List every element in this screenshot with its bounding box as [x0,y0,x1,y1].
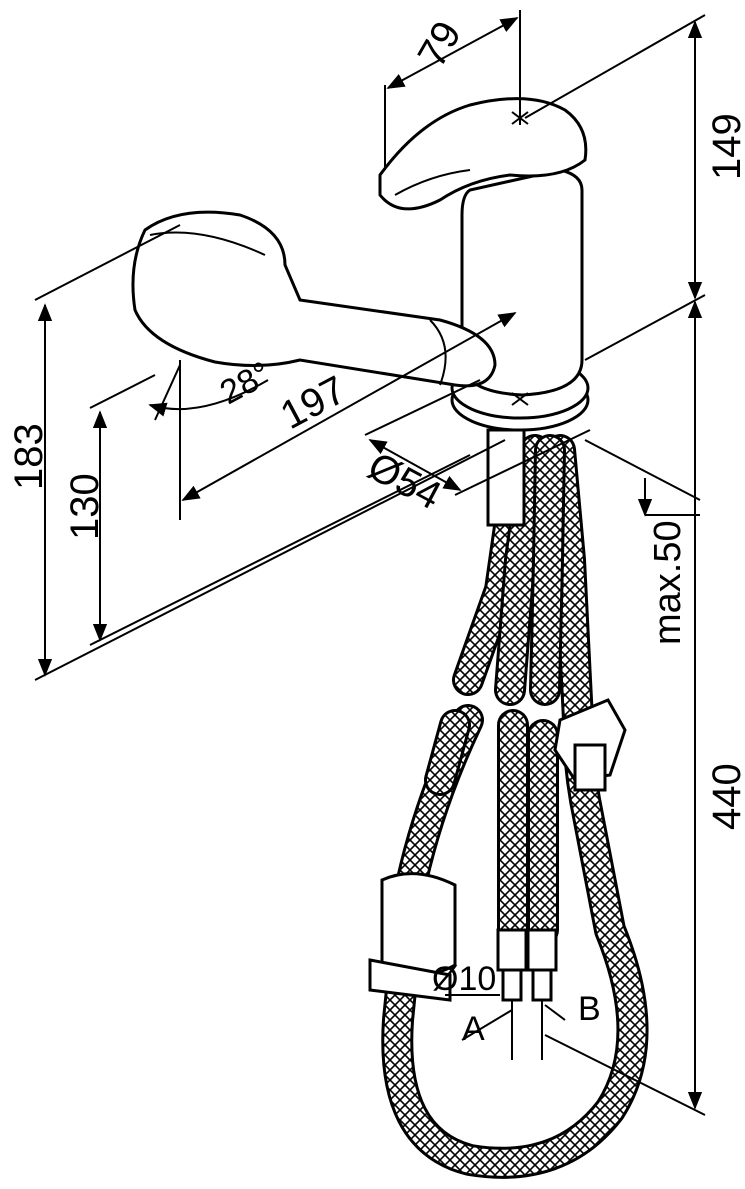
label-b: B [578,990,601,1028]
braided-hoses [381,434,649,1179]
dimension-labels: 79 149 183 130 28° 197 Ø54 max.50 440 Ø1… [7,14,745,1048]
dim-10-diameter: Ø10 [432,960,496,998]
dim-130: 130 [63,473,107,540]
dimension-lines [34,10,706,1116]
supply-fittings [368,698,627,1060]
dim-149: 149 [705,113,745,180]
dim-440: 440 [705,763,745,830]
dim-197: 197 [274,368,354,438]
faucet-body [131,97,590,527]
dim-max-50: max.50 [647,520,689,645]
label-a: A [462,1010,485,1048]
dim-183: 183 [7,423,51,490]
dim-79: 79 [410,14,470,75]
